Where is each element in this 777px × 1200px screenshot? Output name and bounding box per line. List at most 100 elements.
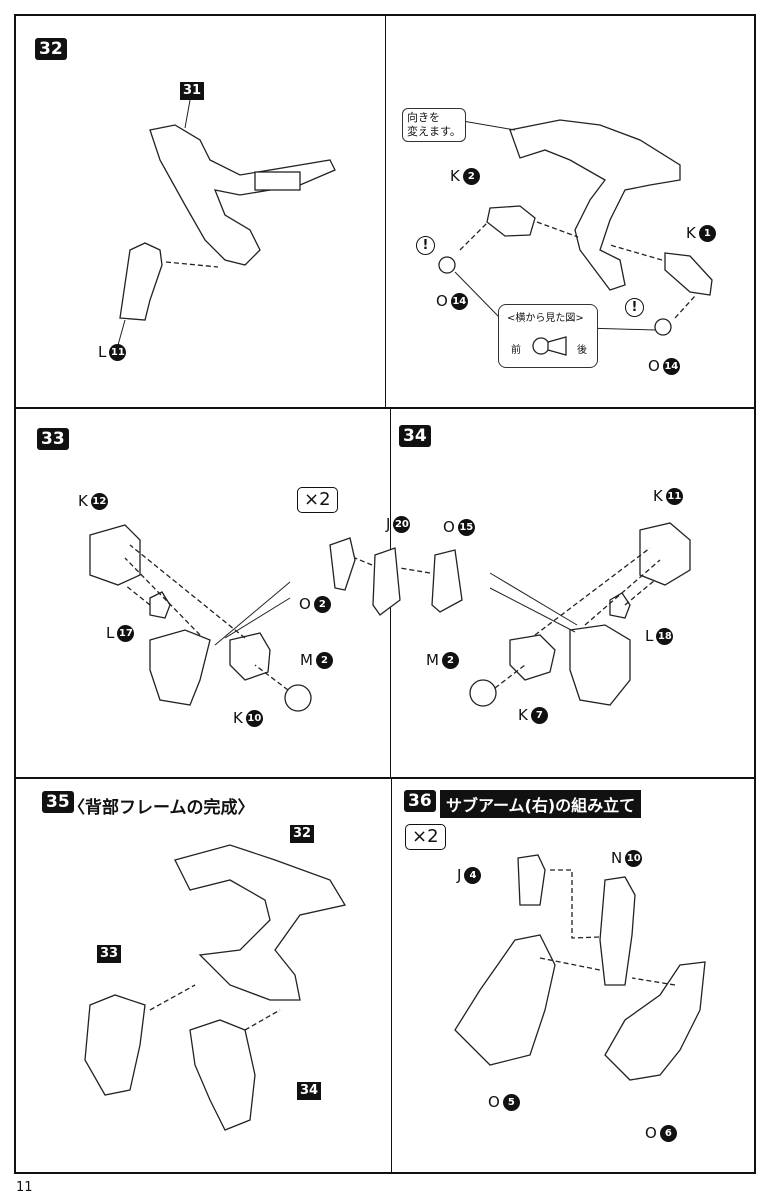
part-number: 14 (662, 357, 680, 375)
part-L18 (609, 592, 631, 619)
side-view-callout: <横から見た図> 前 後 (498, 304, 598, 368)
part-O6 (604, 961, 706, 1081)
divider-row-2 (14, 777, 756, 779)
part-letter: J (457, 866, 462, 884)
part-letter: K (450, 167, 460, 185)
part-O14-a (438, 256, 456, 274)
part-number: 7 (530, 706, 548, 724)
part-letter: K (78, 492, 88, 510)
part-number: 10 (625, 849, 643, 867)
divider-vertical-bottom (391, 778, 392, 1174)
frame-part-step31 (149, 124, 336, 266)
part-N10 (599, 876, 636, 986)
part-number: 11 (109, 343, 127, 361)
frame-assembly-32 (174, 844, 347, 1001)
quantity-x2-badge: ×2 (297, 487, 338, 513)
part-letter: O (436, 292, 448, 310)
part-letter: K (518, 706, 528, 724)
part-number: 2 (313, 595, 331, 613)
part-J20 (372, 547, 401, 616)
part-O5 (454, 934, 556, 1066)
part-letter: L (106, 624, 115, 642)
part-K1 (664, 252, 713, 296)
part-number: 1 (698, 224, 716, 242)
part-L17 (149, 591, 171, 619)
part-number: 20 (393, 515, 411, 533)
part-O15 (431, 549, 463, 613)
part-O2 (329, 537, 356, 591)
side-view-back-label: 後 (577, 345, 587, 356)
part-number: 12 (90, 492, 108, 510)
page-number: 11 (16, 1180, 33, 1195)
step-number-35: 35 (42, 791, 74, 813)
part-inset-assembly-33 (149, 629, 211, 706)
assembly-33 (84, 994, 146, 1096)
ref-step-32: 32 (290, 825, 315, 843)
step-36-title: サブアーム(右)の組み立て (440, 790, 642, 818)
part-letter: J (386, 515, 391, 533)
divider-vertical-top (385, 14, 386, 408)
ref-step-33: 33 (97, 945, 122, 963)
assembly-arrow (165, 261, 219, 268)
part-M2 (284, 684, 312, 712)
step-35-title: 〈背部フレームの完成〉 (68, 798, 255, 818)
part-K2 (486, 205, 536, 237)
step-number-36: 36 (404, 790, 436, 812)
step-number-34: 34 (399, 425, 431, 447)
part-letter: M (426, 651, 439, 669)
side-view-title: <横から見た図> (507, 313, 584, 324)
part-letter: N (611, 849, 623, 867)
side-view-front-label: 前 (511, 345, 521, 356)
part-L11 (119, 242, 163, 321)
part-number: 17 (117, 624, 135, 642)
frame-part-rotated (509, 119, 681, 291)
part-number: 11 (665, 487, 683, 505)
part-letter: O (488, 1093, 500, 1111)
part-J4 (517, 854, 546, 906)
part-number: 5 (502, 1093, 520, 1111)
quantity-x2-badge: ×2 (405, 824, 446, 850)
part-letter: O (648, 357, 660, 375)
part-K10 (229, 632, 271, 681)
part-inset-assembly-34 (569, 624, 631, 706)
ref-step-34: 34 (297, 1082, 322, 1100)
part-number: 15 (457, 518, 475, 536)
part-letter: K (653, 487, 663, 505)
part-O14-b (654, 318, 672, 336)
part-number: 14 (450, 292, 468, 310)
part-letter: O (443, 518, 455, 536)
part-number: 2 (462, 167, 480, 185)
step-number-33: 33 (37, 428, 69, 450)
part-letter: K (686, 224, 696, 242)
caution-icon: ! (625, 298, 644, 317)
part-number: 2 (315, 651, 333, 669)
assembly-34 (189, 1019, 256, 1131)
part-letter: L (98, 343, 107, 361)
part-number: 6 (659, 1124, 677, 1142)
caution-icon: ! (416, 236, 435, 255)
part-letter: M (300, 651, 313, 669)
part-letter: L (645, 627, 654, 645)
part-M2-b (469, 679, 497, 707)
part-number: 10 (245, 709, 263, 727)
part-number: 18 (656, 627, 674, 645)
part-number: 4 (464, 866, 482, 884)
ref-step-31: 31 (180, 82, 205, 100)
